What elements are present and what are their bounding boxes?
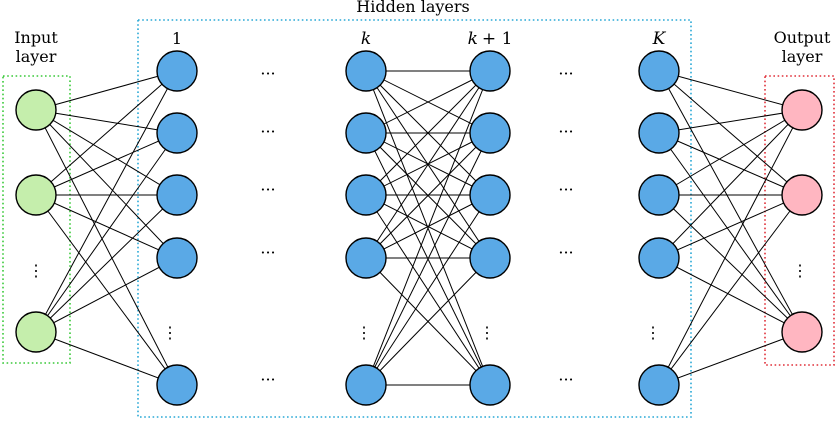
connection-edge bbox=[365, 70, 491, 386]
input-layer-title-line2: layer bbox=[16, 47, 57, 66]
hidden-neuron-layer-k bbox=[345, 50, 387, 92]
connection-edge bbox=[35, 132, 178, 333]
connection-edge bbox=[35, 109, 178, 134]
connection-edge bbox=[658, 109, 803, 196]
hidden-layer-K-label: K bbox=[652, 29, 667, 49]
connection-edge bbox=[35, 70, 178, 111]
hidden-neuron-layer-k-plus-1 bbox=[469, 364, 511, 406]
connection-edge bbox=[658, 331, 803, 386]
connection-edge bbox=[35, 109, 178, 196]
connection-edge bbox=[658, 109, 803, 259]
hidden-neuron-layer-K bbox=[638, 174, 680, 216]
connection-edge bbox=[365, 132, 491, 386]
hidden-neuron-layer-k-plus-1 bbox=[469, 237, 511, 279]
connection-edge bbox=[658, 109, 803, 386]
hidden-neuron-layer-1 bbox=[156, 50, 198, 92]
connection-edge bbox=[365, 194, 491, 259]
connection-edge bbox=[658, 257, 803, 333]
connection-edge bbox=[658, 70, 803, 333]
connection-edge bbox=[658, 132, 803, 196]
ellipsis-vertical: ⋮ bbox=[479, 323, 495, 342]
connection-edge bbox=[365, 257, 491, 386]
ellipsis-horizontal: ··· bbox=[558, 370, 573, 389]
output-neuron bbox=[781, 311, 823, 353]
hidden-neuron-layer-k bbox=[345, 174, 387, 216]
connection-edge bbox=[35, 257, 178, 333]
ellipsis-horizontal: ··· bbox=[260, 64, 275, 83]
k-plus-1-operator: + 1 bbox=[482, 29, 512, 49]
hidden-layers-box bbox=[137, 19, 692, 418]
ellipsis-horizontal: ··· bbox=[260, 180, 275, 199]
ellipsis-horizontal: ··· bbox=[558, 180, 573, 199]
connection-edge bbox=[658, 194, 803, 333]
connection-edge bbox=[35, 194, 178, 259]
hidden-layer-1-label: 1 bbox=[172, 29, 182, 48]
hidden-neuron-layer-K bbox=[638, 50, 680, 92]
neurons bbox=[15, 50, 823, 406]
hidden-neuron-layer-1 bbox=[156, 112, 198, 154]
ellipsis-vertical: ⋮ bbox=[28, 261, 44, 280]
ellipsis-vertical: ⋮ bbox=[645, 323, 661, 342]
hidden-layer-k-label: k bbox=[361, 29, 371, 49]
hidden-layer-k-plus-1-label: k+ 1 bbox=[468, 29, 513, 49]
output-neuron bbox=[781, 174, 823, 216]
connection-edge bbox=[35, 70, 178, 196]
connection-edge bbox=[658, 109, 803, 134]
connection-edge bbox=[365, 70, 491, 259]
connection-edge bbox=[35, 70, 178, 333]
ellipsis-vertical: ⋮ bbox=[792, 261, 808, 280]
output-layer-box bbox=[764, 75, 835, 366]
ellipsis-horizontal: ··· bbox=[260, 243, 275, 262]
ellipsis-horizontal: ··· bbox=[558, 64, 573, 83]
hidden-neuron-layer-k-plus-1 bbox=[469, 50, 511, 92]
input-neuron bbox=[15, 174, 57, 216]
hidden-neuron-layer-1 bbox=[156, 174, 198, 216]
hidden-neuron-layer-k bbox=[345, 112, 387, 154]
connection-edge bbox=[35, 331, 178, 386]
hidden-layers-title: Hidden layers bbox=[356, 0, 469, 16]
output-layer-title: Output bbox=[774, 28, 831, 47]
hidden-neuron-layer-k bbox=[345, 237, 387, 279]
connection-edge bbox=[658, 70, 803, 111]
connection-edge bbox=[658, 194, 803, 386]
connection-edge bbox=[365, 70, 491, 196]
connection-edge bbox=[35, 194, 178, 333]
hidden-neuron-layer-k bbox=[345, 364, 387, 406]
ellipsis-vertical: ⋮ bbox=[162, 323, 178, 342]
connection-edge bbox=[365, 194, 491, 386]
ellipsis-horizontal: ··· bbox=[558, 122, 573, 141]
input-layer-box bbox=[2, 75, 71, 364]
ellipsis-horizontal: ··· bbox=[558, 243, 573, 262]
input-layer-title: Input bbox=[14, 28, 58, 47]
connection-edge bbox=[35, 109, 178, 386]
ellipsis-vertical: ⋮ bbox=[356, 323, 372, 342]
connection-edge bbox=[658, 132, 803, 333]
connections bbox=[35, 70, 803, 386]
hidden-neuron-layer-K bbox=[638, 364, 680, 406]
hidden-neuron-layer-K bbox=[638, 112, 680, 154]
hidden-neuron-layer-k-plus-1 bbox=[469, 174, 511, 216]
hidden-neuron-layer-k-plus-1 bbox=[469, 112, 511, 154]
hidden-neuron-layer-1 bbox=[156, 237, 198, 279]
input-neuron bbox=[15, 311, 57, 353]
connection-edge bbox=[365, 132, 491, 259]
connection-edge bbox=[658, 194, 803, 259]
output-neuron bbox=[781, 89, 823, 131]
ellipsis-horizontal: ··· bbox=[260, 122, 275, 141]
connection-edge bbox=[658, 70, 803, 196]
connection-edge bbox=[35, 109, 178, 259]
ellipsis-horizontal: ··· bbox=[260, 370, 275, 389]
connection-edge bbox=[35, 132, 178, 196]
connection-edge bbox=[365, 70, 491, 134]
k-plus-1-variable: k bbox=[468, 29, 478, 49]
input-neuron bbox=[15, 89, 57, 131]
connection-edge bbox=[35, 194, 178, 386]
hidden-neuron-layer-K bbox=[638, 237, 680, 279]
hidden-neuron-layer-1 bbox=[156, 364, 198, 406]
output-layer-title-line2: layer bbox=[782, 47, 823, 66]
